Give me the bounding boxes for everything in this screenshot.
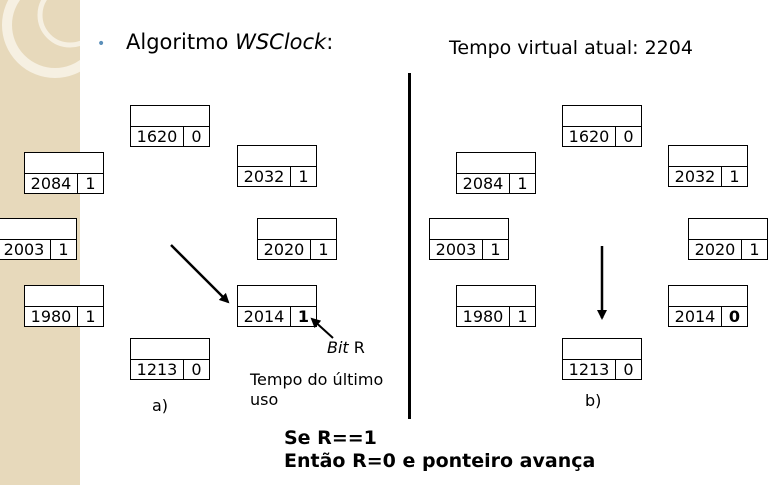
frame-r-bit: 0 [623,127,634,146]
frame-r-bit: 0 [191,127,202,146]
frame-time: 2084 [457,174,510,194]
frame-time: 2014 [238,307,291,327]
frame-r-bit: 1 [318,240,329,259]
frame-b-2084: 2084 1 [456,152,536,194]
frame-b-2014: 2014 0 [668,285,748,327]
frame-time: 1213 [131,360,184,380]
frame-a-1980: 1980 1 [24,285,104,327]
frame-b-2020: 2020 1 [688,218,768,260]
frame-time: 1620 [131,127,184,147]
rule-text: Se R==1 Então R=0 e ponteiro avança [284,427,595,473]
frame-time: 2020 [689,240,742,260]
frame-b-1620: 1620 0 [562,105,642,147]
bit-r-pointer-arrow [310,317,334,339]
frame-r-bit: 1 [729,167,740,186]
frame-r-bit: 1 [298,167,309,186]
virtual-time-label: Tempo virtual atual: 2204 [449,37,693,59]
rule-line-1: Se R==1 [284,427,377,449]
caption-b: b) [585,391,602,410]
frame-b-1213: 1213 0 [562,338,642,380]
frame-r-bit: 1 [490,240,501,259]
frame-time: 2020 [258,240,311,260]
frame-r-bit: 1 [517,174,528,193]
caption-a: a) [152,396,169,415]
frame-time: 1980 [457,307,510,327]
frame-time: 1620 [563,127,616,147]
bit-r-label: Bit R [327,338,365,357]
frame-time: 1980 [25,307,78,327]
frame-a-2020: 2020 1 [257,218,337,260]
frame-time: 2003 [430,240,483,260]
frame-r-bit: 1 [85,307,96,326]
frame-a-1620: 1620 0 [130,105,210,147]
frame-time: 1213 [563,360,616,380]
frame-r-bit: 0 [728,307,741,326]
frame-a-2014: 2014 1 [237,285,317,327]
frame-r-bit: 1 [517,307,528,326]
frame-r-bit: 0 [623,360,634,379]
last-use-label: Tempo do último uso [250,370,384,409]
slide-heading: Algoritmo WSClock: [126,30,334,54]
frame-time: 2014 [669,307,722,327]
frame-r-bit: 1 [297,307,310,326]
clock-hand-arrow-a [170,244,230,304]
frame-b-2003: 2003 1 [429,218,509,260]
frame-time: 2032 [238,167,291,187]
frame-b-1980: 1980 1 [456,285,536,327]
bullet: • [97,36,106,52]
frame-r-bit: 1 [749,240,760,259]
frame-b-2032: 2032 1 [668,145,748,187]
frame-a-1213: 1213 0 [130,338,210,380]
frame-time: 2032 [669,167,722,187]
frame-time: 2003 [0,240,51,260]
frame-a-2032: 2032 1 [237,145,317,187]
frame-time: 2084 [25,174,78,194]
algorithm-name: WSClock [235,30,327,54]
frame-r-bit: 0 [191,360,202,379]
frame-r-bit: 1 [58,240,69,259]
frame-a-2084: 2084 1 [24,152,104,194]
frame-a-2003: 2003 1 [0,218,77,260]
panel-divider [408,73,411,419]
frame-r-bit: 1 [85,174,96,193]
decorative-rings [2,0,80,78]
rule-line-2: Então R=0 e ponteiro avança [284,450,596,472]
